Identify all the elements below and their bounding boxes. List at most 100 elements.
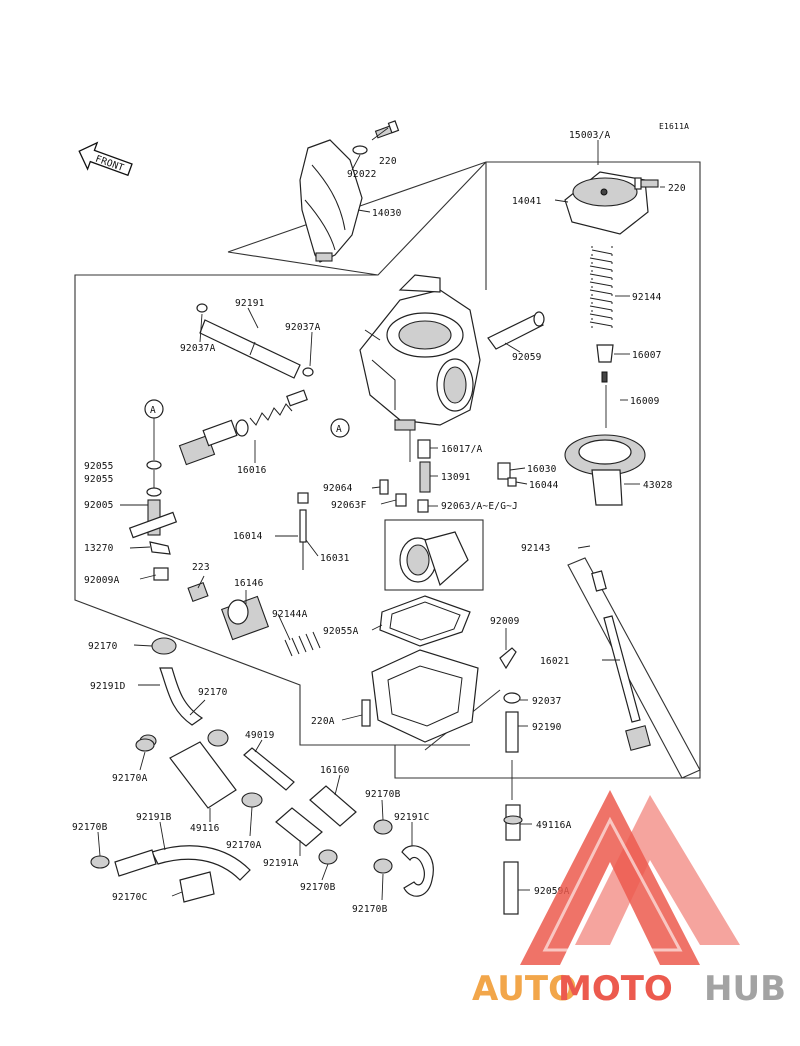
label-43028: 43028 bbox=[643, 480, 673, 491]
leader-lines bbox=[97, 127, 665, 901]
label-92037: 92037 bbox=[532, 696, 562, 707]
label-92059A: 92059A bbox=[534, 886, 570, 897]
label-92144: 92144 bbox=[632, 292, 662, 303]
jet-16044 bbox=[507, 477, 517, 487]
screw-223 bbox=[187, 581, 209, 603]
label-16017A: 16017/A bbox=[441, 444, 483, 455]
clamp-92170B-c bbox=[373, 858, 393, 874]
label-49116: 49116 bbox=[190, 823, 220, 834]
label-92009A: 92009A bbox=[84, 575, 120, 586]
label-14041: 14041 bbox=[512, 196, 542, 207]
pipe-92059A bbox=[503, 861, 519, 915]
spring-92144A bbox=[284, 631, 321, 657]
clamp-92170B-a bbox=[373, 819, 393, 835]
valve-92009 bbox=[499, 647, 517, 670]
marker-a-mid-text: A bbox=[336, 424, 342, 435]
label-92170-top: 92170 bbox=[88, 641, 118, 652]
pin-16009 bbox=[601, 371, 608, 383]
clip-13270 bbox=[149, 541, 171, 555]
clamp-92037A-right bbox=[302, 367, 314, 377]
screw-220-cover bbox=[374, 120, 400, 139]
ref-code: E1611A bbox=[659, 122, 689, 131]
label-16007: 16007 bbox=[632, 350, 662, 361]
label-16146: 16146 bbox=[234, 578, 264, 589]
front-arrow: FRONT bbox=[78, 141, 133, 177]
clamp-92170B-b bbox=[318, 849, 338, 865]
clamp-92170A-left bbox=[135, 738, 155, 752]
label-92063F: 92063F bbox=[331, 500, 367, 511]
label-92009: 92009 bbox=[490, 616, 520, 627]
diaphragm-43028 bbox=[564, 434, 646, 506]
part-labels: E1611A 15003/A 14041 220 220 92022 14030… bbox=[72, 122, 689, 915]
holder-16007 bbox=[596, 344, 614, 363]
label-220A: 220A bbox=[311, 716, 335, 727]
part-92037 bbox=[503, 692, 521, 704]
clamp-92170B-left bbox=[90, 855, 110, 869]
float-bowl bbox=[371, 649, 479, 743]
label-92143: 92143 bbox=[521, 543, 551, 554]
label-92191A: 92191A bbox=[263, 858, 299, 869]
watermark-hub: HUB bbox=[704, 969, 786, 1009]
jet-16017A bbox=[417, 439, 431, 459]
needle-16021-frame bbox=[567, 557, 701, 779]
watermark-auto: AUTO bbox=[472, 969, 577, 1009]
top-cap-14041 bbox=[564, 171, 649, 235]
label-92064: 92064 bbox=[323, 483, 353, 494]
watermark-moto: MOTO bbox=[558, 969, 673, 1009]
hose-92191D bbox=[159, 667, 204, 726]
label-49116A: 49116A bbox=[536, 820, 572, 831]
label-13091: 13091 bbox=[441, 472, 471, 483]
label-92170-mid: 92170 bbox=[198, 687, 228, 698]
label-16044: 16044 bbox=[529, 480, 559, 491]
label-92170A-mid: 92170A bbox=[226, 840, 262, 851]
pipe-92059 bbox=[487, 311, 545, 350]
starter-16016 bbox=[178, 389, 308, 466]
hose-92191 bbox=[199, 319, 301, 379]
label-92191-top: 92191 bbox=[235, 298, 265, 309]
jet-13091 bbox=[419, 461, 431, 493]
label-16014: 16014 bbox=[233, 531, 263, 542]
jet-92064 bbox=[379, 479, 389, 495]
marker-a-left: A bbox=[144, 399, 164, 419]
carburetor-body bbox=[359, 274, 481, 431]
label-92170B-a: 92170B bbox=[365, 789, 401, 800]
screw-92009A bbox=[153, 567, 169, 581]
spring-92144 bbox=[589, 246, 613, 330]
jet-92063F bbox=[395, 493, 407, 507]
screw-16146 bbox=[220, 595, 270, 641]
washer-92022 bbox=[352, 145, 368, 155]
label-13270: 13270 bbox=[84, 543, 114, 554]
label-92191D: 92191D bbox=[90, 681, 126, 692]
label-16021: 16021 bbox=[540, 656, 570, 667]
label-92170B-b: 92170B bbox=[300, 882, 336, 893]
label-92055A: 92055A bbox=[323, 626, 359, 637]
label-92170A-left: 92170A bbox=[112, 773, 148, 784]
label-16009: 16009 bbox=[630, 396, 660, 407]
clamp-92170A-mid bbox=[241, 792, 263, 808]
bracket-92170C bbox=[179, 871, 215, 903]
label-16016: 16016 bbox=[237, 465, 267, 476]
oring-92055 bbox=[146, 460, 162, 497]
pipe-92190 bbox=[505, 711, 519, 753]
part-16160 bbox=[309, 785, 357, 827]
label-14030: 14030 bbox=[372, 208, 402, 219]
rod-49019 bbox=[243, 747, 295, 791]
label-92022: 92022 bbox=[347, 169, 377, 180]
hose-92191A bbox=[275, 807, 323, 847]
fitting-49116A bbox=[503, 804, 523, 841]
label-16030: 16030 bbox=[527, 464, 557, 475]
inlet-joint-box bbox=[384, 519, 484, 591]
label-92055-a: 92055 bbox=[84, 461, 114, 472]
label-16160: 16160 bbox=[320, 765, 350, 776]
label-220-top: 220 bbox=[668, 183, 686, 194]
jet-16030 bbox=[497, 462, 511, 480]
label-16031: 16031 bbox=[320, 553, 350, 564]
label-92191C: 92191C bbox=[394, 812, 430, 823]
label-92170C: 92170C bbox=[112, 892, 148, 903]
screw-220-top bbox=[634, 177, 659, 190]
automotohub-watermark: AUTO MOTO HUB bbox=[472, 790, 786, 1009]
screw-220A bbox=[361, 699, 371, 727]
hose-short-left bbox=[114, 849, 157, 877]
gasket-92055A bbox=[379, 595, 471, 647]
